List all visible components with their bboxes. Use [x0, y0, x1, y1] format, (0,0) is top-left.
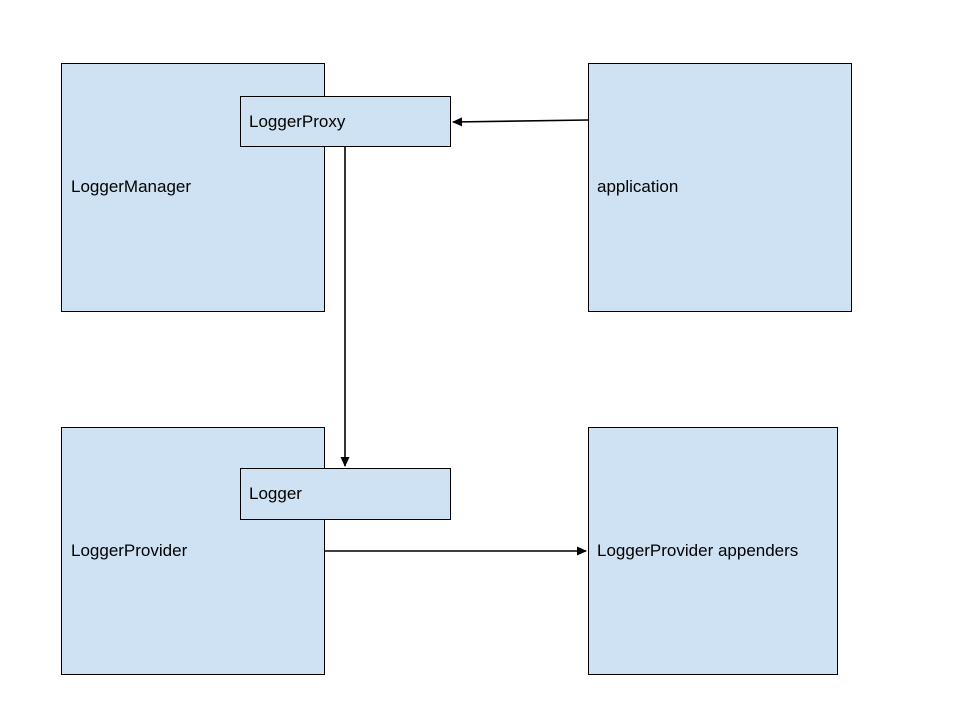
- logger-provider-appenders-label: LoggerProvider appenders: [597, 541, 799, 560]
- logger-manager-label: LoggerManager: [71, 177, 192, 196]
- logger-provider-appenders-box: [588, 427, 838, 675]
- logger-box: [240, 468, 451, 520]
- arrow-application-to-logger-proxy: [452, 117, 589, 127]
- logger-provider-label: LoggerProvider: [71, 541, 188, 560]
- logger-label: Logger: [249, 484, 302, 503]
- application-label: application: [597, 177, 679, 196]
- logger-proxy-box: [240, 96, 451, 147]
- logger-proxy-label: LoggerProxy: [249, 112, 346, 131]
- application-box: [588, 63, 852, 312]
